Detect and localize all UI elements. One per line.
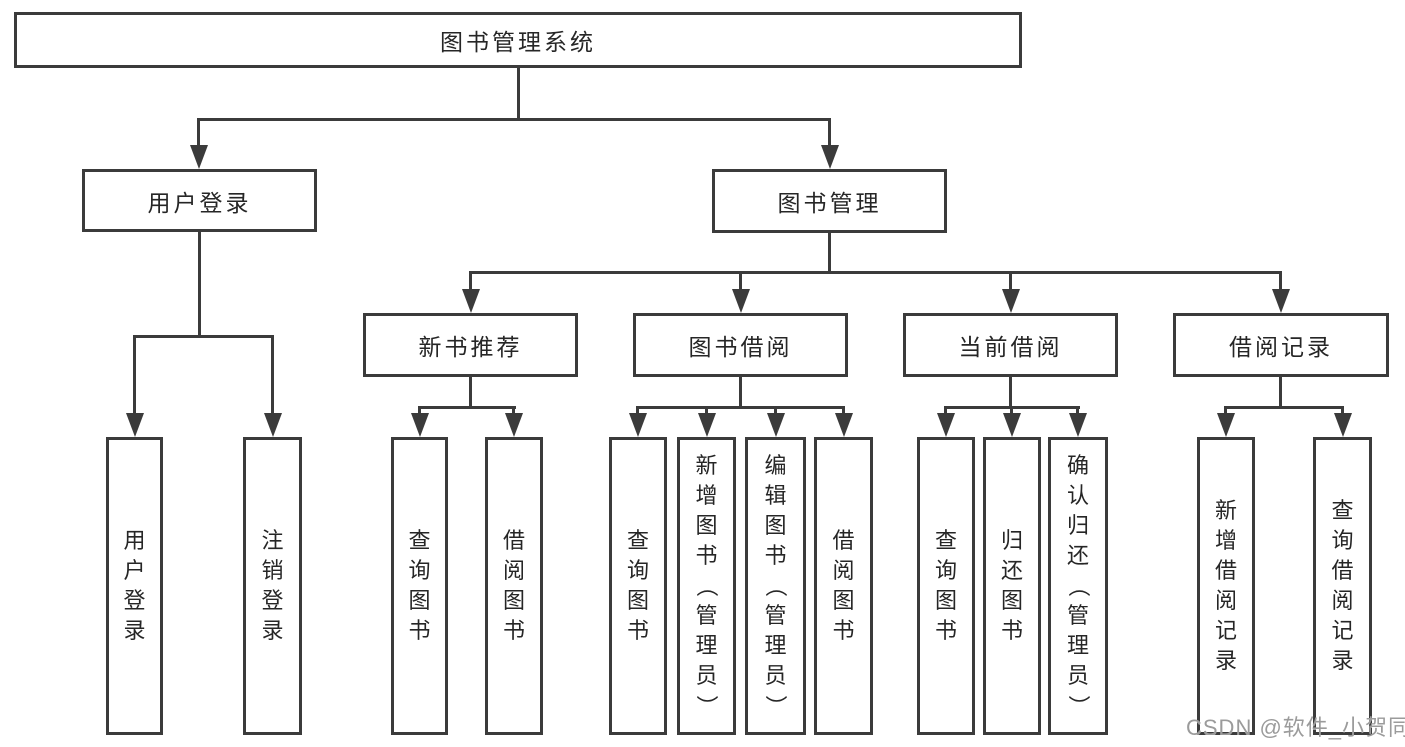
- connector: [828, 233, 831, 274]
- leaf-borrow-books: 借阅图书: [814, 437, 873, 735]
- connector: [512, 406, 515, 418]
- arrow-down-icon: [767, 413, 785, 437]
- connector: [418, 406, 516, 409]
- arrow-down-icon: [821, 145, 839, 169]
- leaf-add-borrow-record: 新增借阅记录: [1197, 437, 1255, 735]
- leaf-label: 借阅图书: [832, 528, 855, 643]
- node-user-login: 用户登录: [82, 169, 317, 232]
- leaf-label: 注销登录: [261, 528, 284, 643]
- connector: [1009, 271, 1012, 293]
- node-label: 用户登录: [147, 189, 252, 216]
- connector: [828, 118, 831, 148]
- arrow-down-icon: [190, 145, 208, 169]
- node-label: 当前借阅: [958, 334, 1063, 360]
- leaf-confirm-return-admin: 确认归还（管理员）: [1048, 437, 1108, 735]
- connector: [739, 271, 742, 293]
- connector: [469, 271, 1282, 274]
- connector: [197, 118, 831, 121]
- connector: [944, 406, 947, 418]
- connector: [198, 232, 201, 335]
- arrow-down-icon: [505, 413, 523, 437]
- connector: [197, 118, 200, 148]
- leaf-label: 查询图书: [934, 528, 957, 643]
- node-borrowing-records: 借阅记录: [1173, 313, 1389, 377]
- leaf-label: 确认归还（管理员）: [1065, 453, 1091, 717]
- connector: [636, 406, 639, 418]
- connector: [133, 335, 136, 415]
- leaf-logout: 注销登录: [243, 437, 302, 735]
- connector: [418, 406, 421, 418]
- connector: [774, 406, 777, 418]
- connector: [842, 406, 845, 418]
- leaf-query-borrow-record: 查询借阅记录: [1313, 437, 1372, 735]
- node-book-borrowing: 图书借阅: [633, 313, 848, 377]
- connector: [1010, 406, 1013, 418]
- connector: [1279, 271, 1282, 293]
- arrow-down-icon: [462, 289, 480, 313]
- connector: [469, 271, 472, 293]
- leaf-label: 用户登录: [123, 528, 146, 643]
- leaf-query-books-borrowing: 查询图书: [609, 437, 667, 735]
- connector: [636, 406, 845, 409]
- connector: [469, 377, 472, 409]
- connector: [1224, 406, 1344, 409]
- node-library-system: 图书管理系统: [14, 12, 1022, 68]
- connector: [1341, 406, 1344, 418]
- connector: [517, 68, 520, 118]
- arrow-down-icon: [1069, 413, 1087, 437]
- leaf-label: 借阅图书: [502, 528, 525, 643]
- leaf-borrow-books-recommend: 借阅图书: [485, 437, 543, 735]
- arrow-down-icon: [1002, 289, 1020, 313]
- connector: [739, 377, 742, 409]
- connector: [1279, 377, 1282, 409]
- connector: [271, 335, 274, 415]
- leaf-user-login: 用户登录: [106, 437, 163, 735]
- arrow-down-icon: [937, 413, 955, 437]
- node-label: 图书管理: [777, 190, 882, 216]
- arrow-down-icon: [126, 413, 144, 437]
- arrow-down-icon: [629, 413, 647, 437]
- arrow-down-icon: [1272, 289, 1290, 313]
- arrow-down-icon: [732, 289, 750, 313]
- node-current-borrowing: 当前借阅: [903, 313, 1118, 377]
- leaf-add-book-admin: 新增图书（管理员）: [677, 437, 736, 735]
- leaf-label: 查询图书: [408, 528, 431, 643]
- leaf-label: 查询借阅记录: [1331, 498, 1354, 673]
- arrow-down-icon: [264, 413, 282, 437]
- leaf-edit-book-admin: 编辑图书（管理员）: [745, 437, 806, 735]
- connector: [1076, 406, 1079, 418]
- node-label: 图书管理系统: [440, 29, 596, 55]
- arrow-down-icon: [1217, 413, 1235, 437]
- watermark-text: CSDN @软件_小贺同学: [1186, 715, 1405, 740]
- leaf-return-books: 归还图书: [983, 437, 1041, 735]
- leaf-query-books-current: 查询图书: [917, 437, 975, 735]
- node-label: 借阅记录: [1229, 334, 1333, 360]
- connector: [705, 406, 708, 418]
- connector: [1009, 377, 1012, 409]
- leaf-label: 新增借阅记录: [1214, 498, 1237, 673]
- arrow-down-icon: [698, 413, 716, 437]
- leaf-label: 新增图书（管理员）: [694, 453, 720, 717]
- node-label: 新书推荐: [418, 334, 523, 360]
- arrow-down-icon: [835, 413, 853, 437]
- arrow-down-icon: [411, 413, 429, 437]
- node-book-management: 图书管理: [712, 169, 947, 233]
- arrow-down-icon: [1003, 413, 1021, 437]
- node-label: 图书借阅: [688, 334, 793, 360]
- leaf-label: 查询图书: [626, 528, 649, 643]
- leaf-label: 编辑图书（管理员）: [763, 453, 789, 717]
- arrow-down-icon: [1334, 413, 1352, 437]
- node-new-book-recommendation: 新书推荐: [363, 313, 578, 377]
- leaf-label: 归还图书: [1000, 528, 1023, 643]
- connector: [133, 335, 274, 338]
- leaf-query-books-recommend: 查询图书: [391, 437, 448, 735]
- connector: [1224, 406, 1227, 418]
